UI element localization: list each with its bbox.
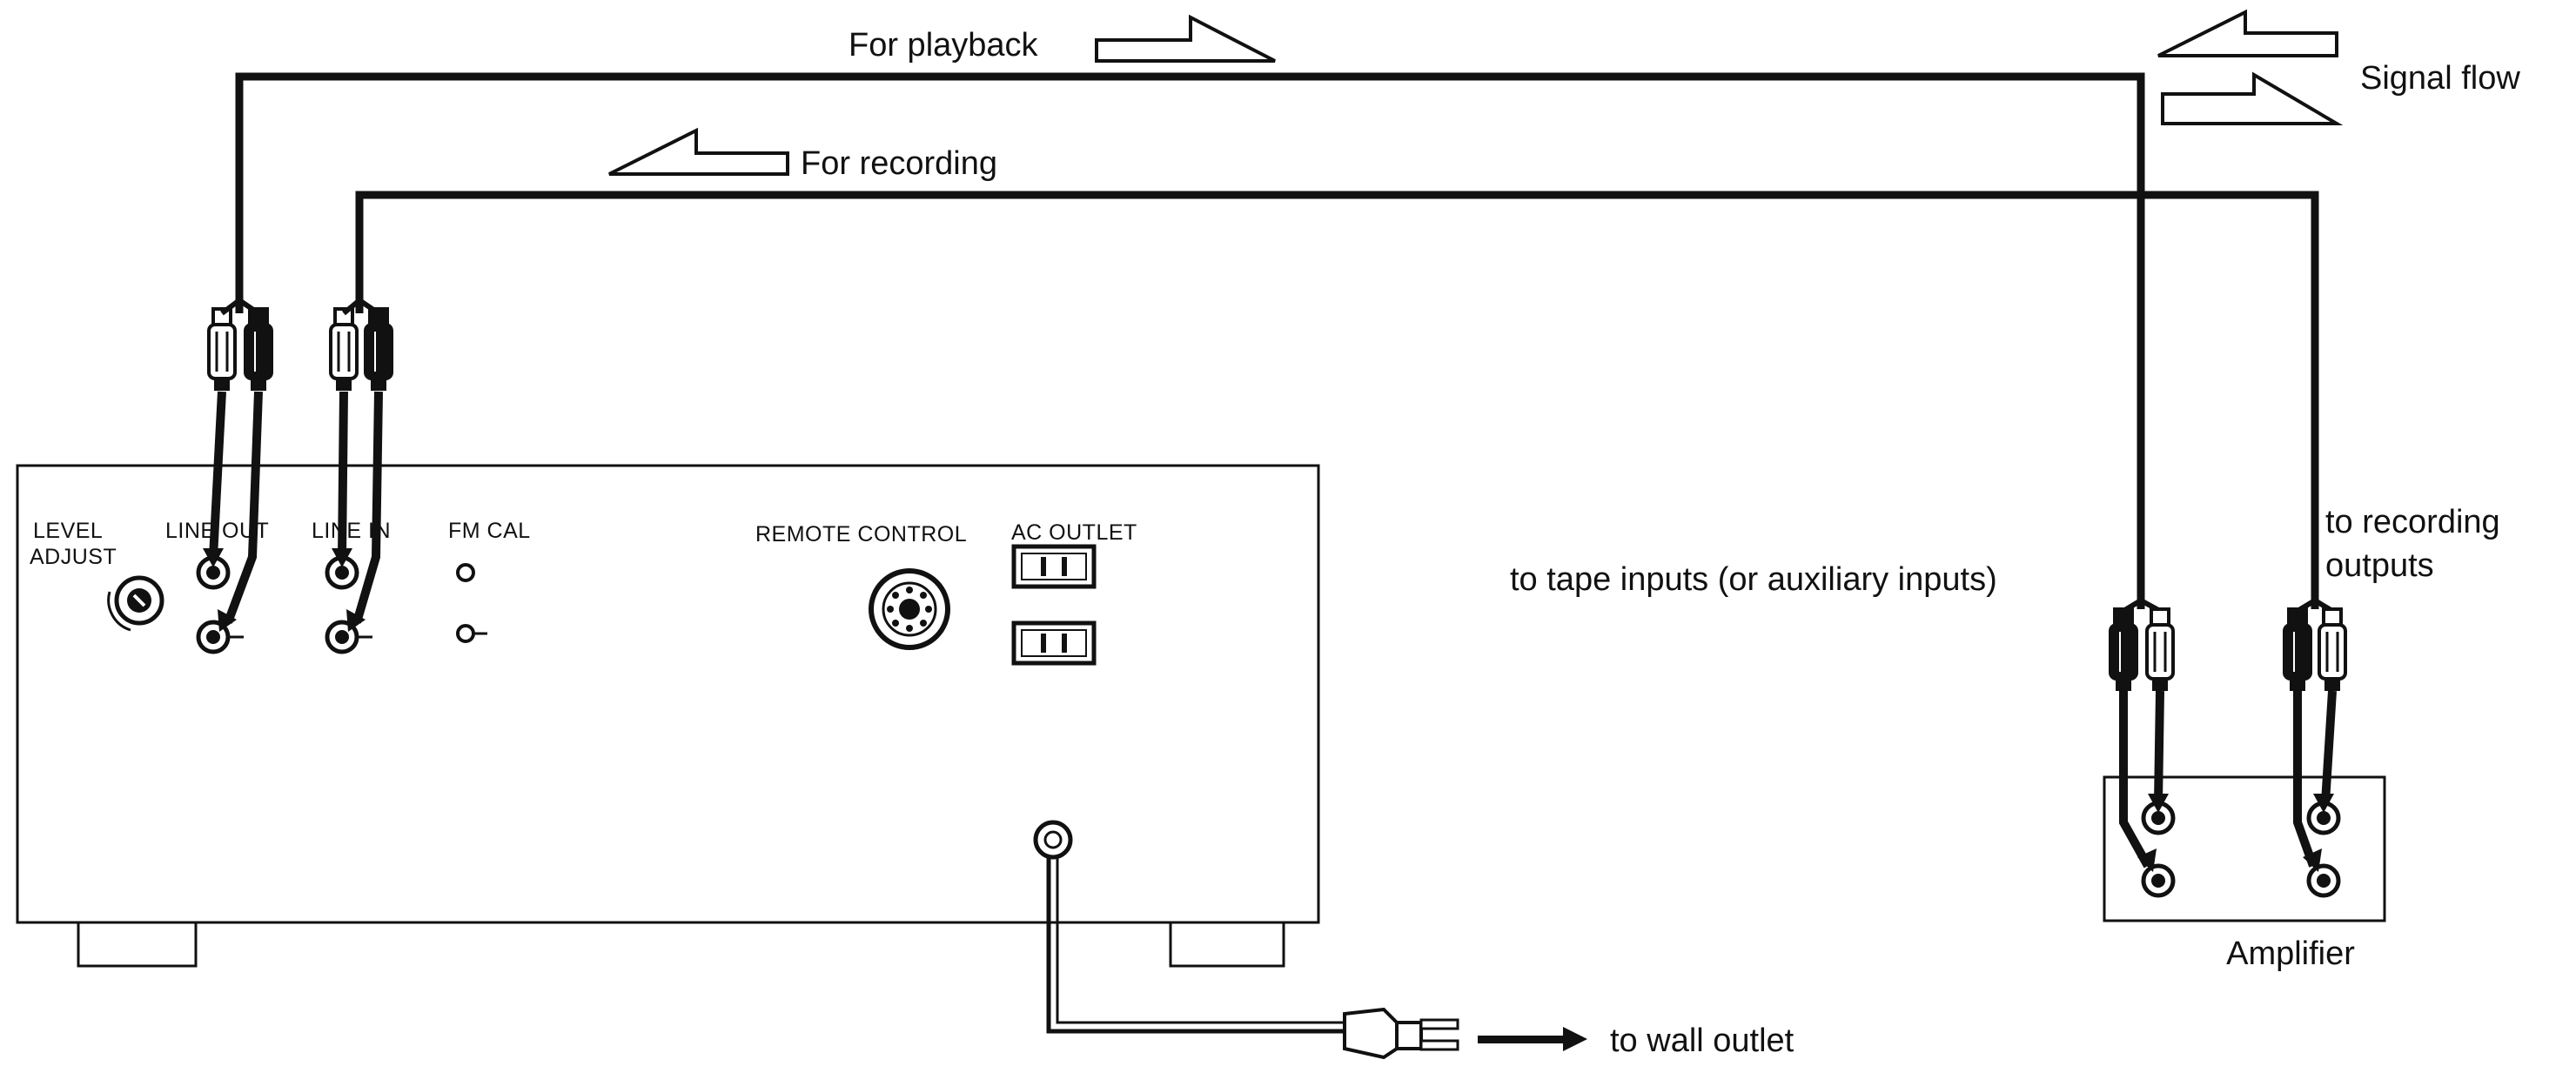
level-adjust-label-1: LEVEL [33, 519, 103, 543]
remote-control-label: REMOTE CONTROL [755, 522, 967, 547]
deck-rca-plugs [203, 298, 393, 632]
playback-cable-line [235, 72, 2145, 609]
recording-label: For recording [801, 145, 997, 182]
line-in-white-plug-icon [329, 307, 359, 392]
rec-white-plug-icon [2318, 607, 2347, 693]
ac-outlet-top-icon[interactable] [1011, 544, 1097, 589]
amp-rec-out-bottom-jack-icon[interactable] [2309, 866, 2338, 895]
line-in-black-plug-icon [364, 307, 393, 392]
tape-black-plug-icon [2109, 607, 2138, 693]
fm-cal-label: FM CAL [448, 519, 531, 543]
signal-flow-right-arrow-icon [2161, 71, 2344, 125]
signal-flow-left-arrow-icon [2157, 9, 2338, 57]
amp-rca-plugs [2109, 598, 2347, 872]
ac-outlet-label: AC OUTLET [1011, 520, 1137, 545]
line-out-white-plug-icon [207, 307, 237, 392]
level-adjust-label-2: ADJUST [30, 545, 117, 569]
amplifier-label: Amplifier [2226, 936, 2355, 972]
power-plug-icon [1343, 1007, 1459, 1060]
recording-arrow-icon [608, 127, 789, 176]
recording-cable-line [355, 191, 2319, 609]
fm-cal-top-jack-icon [456, 563, 475, 582]
tape-inputs-label: to tape inputs (or auxiliary inputs) [1510, 561, 1997, 598]
power-cord [1033, 820, 1345, 1034]
fm-cal-bottom-jack-icon [456, 624, 487, 643]
signal-flow-label: Signal flow [2360, 60, 2520, 97]
rec-black-plug-icon [2283, 607, 2312, 693]
recording-outputs-label-1: to recording [2325, 504, 2500, 540]
tape-white-plug-icon [2145, 607, 2175, 693]
amplifier-box [2103, 775, 2386, 922]
ac-outlet-bottom-icon[interactable] [1011, 620, 1097, 666]
recording-outputs-label-2: outputs [2325, 547, 2434, 584]
wall-outlet-label: to wall outlet [1610, 1023, 1794, 1059]
wall-outlet-arrow-icon [1478, 1027, 1587, 1051]
deck-chassis [16, 464, 1320, 968]
remote-control-socket-icon[interactable] [869, 568, 950, 650]
playback-arrow-icon [1095, 14, 1276, 63]
level-adjust-knob-icon[interactable] [107, 575, 164, 632]
line-out-black-plug-icon [244, 307, 273, 392]
playback-label: For playback [849, 27, 1039, 64]
amp-tape-in-bottom-jack-icon[interactable] [2143, 866, 2173, 895]
